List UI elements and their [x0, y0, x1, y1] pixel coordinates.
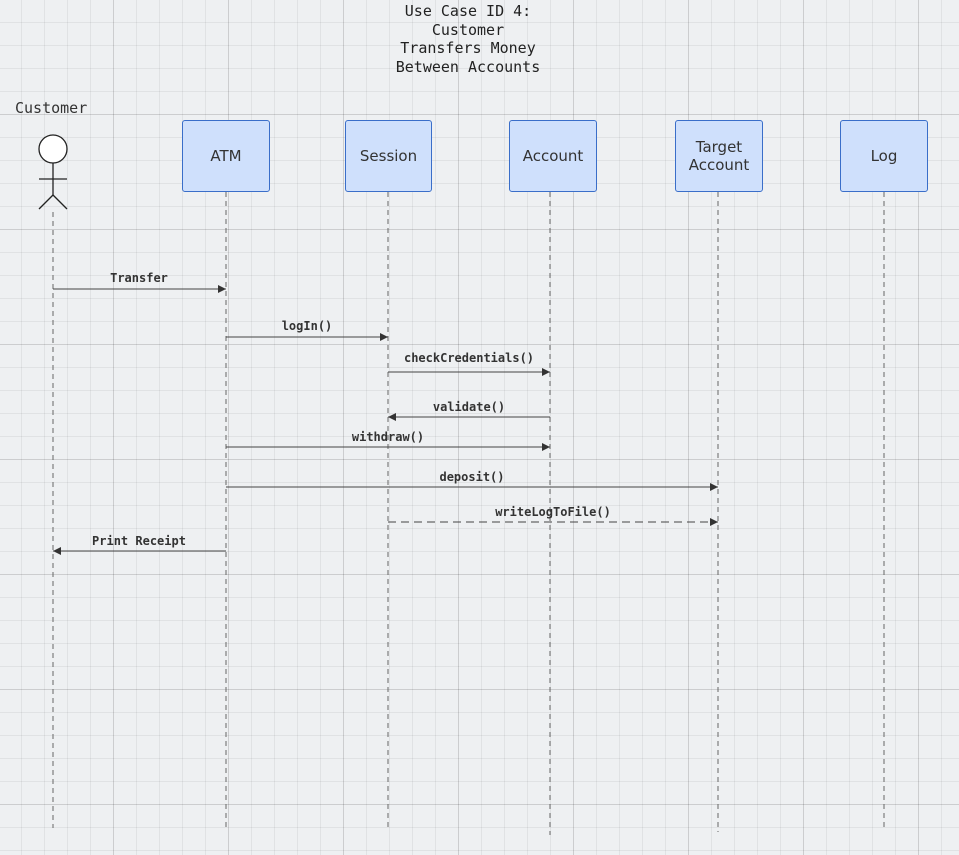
participant-session[interactable]: Session	[345, 120, 432, 192]
participant-account[interactable]: Account	[509, 120, 597, 192]
message-transfer[interactable]: Transfer	[53, 271, 226, 293]
participant-account-label-line: Account	[522, 147, 584, 165]
title-line-4: Between Accounts	[395, 57, 541, 76]
message-validate-label: validate()	[433, 400, 505, 414]
participant-atm[interactable]: ATM	[182, 120, 270, 192]
actor-customer[interactable]	[38, 134, 68, 210]
actor-right-leg	[52, 194, 68, 210]
participant-atm-label-line: ATM	[210, 147, 242, 165]
message-check-credentials[interactable]: checkCredentials()	[388, 351, 550, 376]
participant-log-label: Log	[871, 147, 898, 165]
message-transfer-label: Transfer	[110, 271, 168, 285]
message-login-label: logIn()	[282, 319, 333, 333]
actor-head	[38, 134, 68, 164]
title-line-3: Transfers Money	[400, 39, 536, 57]
participant-log[interactable]: Log	[840, 120, 928, 192]
participant-target-account-label-line-1: Target	[695, 138, 743, 156]
participant-account-label: Account	[523, 147, 584, 165]
message-print-receipt-label: Print Receipt	[92, 534, 186, 548]
message-print-receipt[interactable]: Print Receipt	[53, 534, 226, 555]
title-line-1: Use Case ID 4:	[404, 2, 532, 20]
title-line-2: Customer	[431, 20, 505, 39]
message-deposit[interactable]: deposit()	[226, 470, 718, 491]
message-write-log-to-file-label: writeLogToFile()	[495, 505, 611, 519]
message-withdraw[interactable]: withdraw()	[226, 430, 550, 451]
participant-session-label-line: Session	[359, 147, 418, 165]
participant-session-label: Session	[360, 147, 417, 165]
participant-target-account-label: Target Account	[689, 138, 750, 174]
message-validate[interactable]: validate()	[388, 400, 550, 421]
diagram-title: Use Case ID 4: Customer Transfers Money …	[343, 2, 593, 76]
actor-left-leg	[38, 194, 54, 210]
participant-target-account[interactable]: Target Account	[675, 120, 763, 192]
actor-label-customer: Customer	[15, 99, 88, 117]
message-check-credentials-label: checkCredentials()	[404, 351, 534, 365]
message-write-log-to-file[interactable]: writeLogToFile()	[388, 505, 718, 526]
participant-atm-label: ATM	[210, 147, 241, 165]
participant-target-account-label-line-2: Account	[688, 156, 750, 174]
message-login[interactable]: logIn()	[226, 319, 388, 341]
participant-log-label-line: Log	[870, 147, 898, 165]
message-withdraw-label: withdraw()	[352, 430, 424, 444]
message-deposit-label: deposit()	[439, 470, 504, 484]
